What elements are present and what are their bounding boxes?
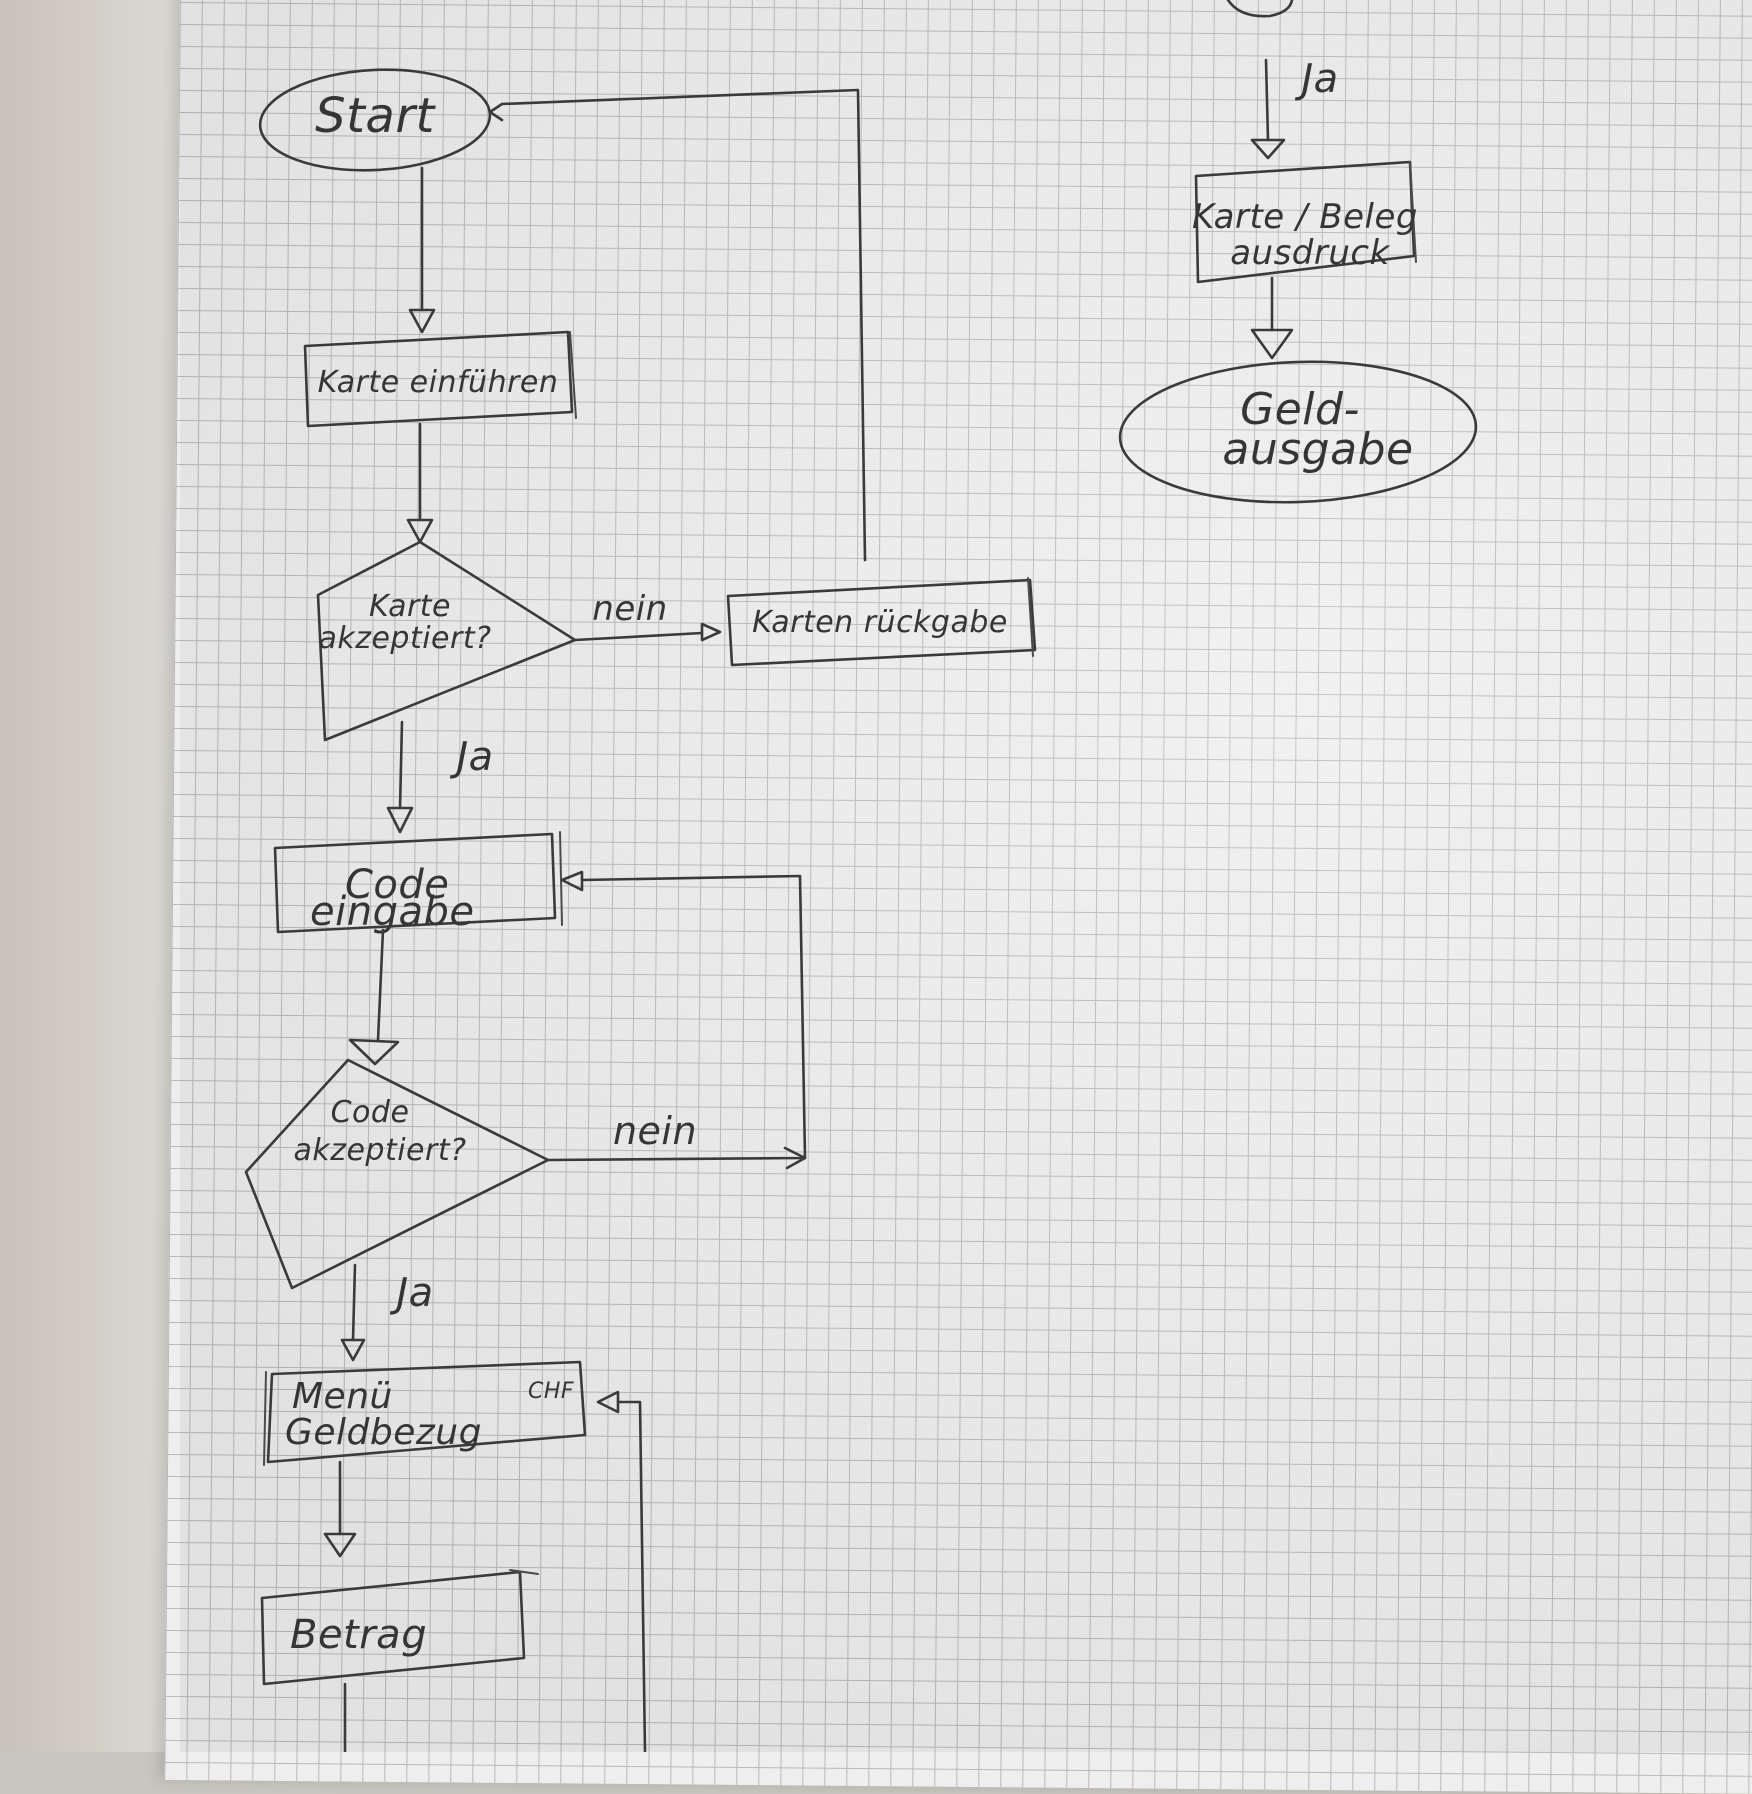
karte-einfuehren-label: Karte einführen <box>318 365 559 400</box>
edge-label-nein-2: nein <box>613 1109 697 1153</box>
edge-ja-beleg <box>1264 58 1270 142</box>
karte-beleg-label-2: ausdruck <box>1230 233 1390 273</box>
karten-rueckgabe-node: Karten rückgabe <box>726 577 1037 667</box>
arrowhead-decision2 <box>348 1038 400 1066</box>
edge-label-ja-1: Ja <box>449 734 493 780</box>
start-label: Start <box>315 88 436 144</box>
edge-label-ja-2: Ja <box>389 1270 433 1316</box>
karte-akzeptiert-label-1: Karte <box>369 589 451 624</box>
code-eingabe-node: Code eingabe <box>273 831 563 935</box>
menu-label-2: Geldbezug <box>285 1412 482 1453</box>
start-node: Start <box>258 68 492 172</box>
menu-label-1: Menü <box>292 1376 393 1417</box>
karte-beleg-label-1: Karte / Beleg <box>1192 197 1418 237</box>
arrowhead-into-start <box>488 102 504 122</box>
karte-akzeptiert-node: Karte akzeptiert? <box>316 540 577 742</box>
karte-beleg-node: Karte / Beleg ausdruck <box>1192 160 1418 284</box>
edge-label-ja-3: Ja <box>1294 56 1338 102</box>
loop-nein-to-code <box>546 874 807 1162</box>
betrag-label: Betrag <box>290 1612 427 1658</box>
code-eingabe-label-1: Code <box>345 862 449 908</box>
flowchart: Start Karte einführen Karte akzeptiert? … <box>244 0 1478 1752</box>
edge-ja-menu <box>351 1263 357 1342</box>
arrowhead-loop-corner <box>783 1146 807 1170</box>
karte-einfuehren-node: Karte einführen <box>303 330 577 428</box>
edge-label-nein-1: nein <box>592 589 667 629</box>
arrowhead-geld <box>1250 328 1294 360</box>
menu-node: Menü Geldbezug CHF <box>263 1360 587 1466</box>
connector-cutoff <box>1226 0 1294 18</box>
arrowhead-into-code <box>560 870 584 892</box>
arrowhead-into-menu <box>596 1390 620 1414</box>
karte-akzeptiert-label-2: akzeptiert? <box>318 621 491 656</box>
menu-chf-label: CHF <box>528 1379 574 1404</box>
code-akzeptiert-node: Code akzeptiert? <box>244 1058 550 1290</box>
arrowhead-decision1 <box>406 518 434 544</box>
arrowhead-menu <box>340 1338 366 1362</box>
geldausgabe-label-1: Geld- <box>1240 384 1360 435</box>
edge-nein-rueckgabe <box>573 631 704 642</box>
geldausgabe-node: Geld- ausgabe <box>1118 360 1478 504</box>
arrowhead-beleg <box>1250 138 1286 160</box>
code-akzeptiert-label-1: Code <box>331 1095 410 1130</box>
loop-rueckgabe-to-start <box>500 88 867 562</box>
loop-into-menu <box>616 1400 647 1752</box>
karten-rueckgabe-label: Karten rückgabe <box>752 605 1008 640</box>
betrag-node: Betrag <box>260 1569 539 1686</box>
edge-ja-code <box>398 720 404 810</box>
code-eingabe-label-2: eingabe <box>310 889 474 935</box>
geldausgabe-label-2: ausgabe <box>1222 424 1413 475</box>
arrowhead-betrag <box>323 1532 357 1558</box>
edge-code-decision <box>376 928 385 1042</box>
arrowhead-karte <box>408 308 436 334</box>
arrowhead-code <box>386 806 414 834</box>
arrowhead-rueckgabe <box>700 622 722 642</box>
code-akzeptiert-label-2: akzeptiert? <box>293 1133 466 1168</box>
